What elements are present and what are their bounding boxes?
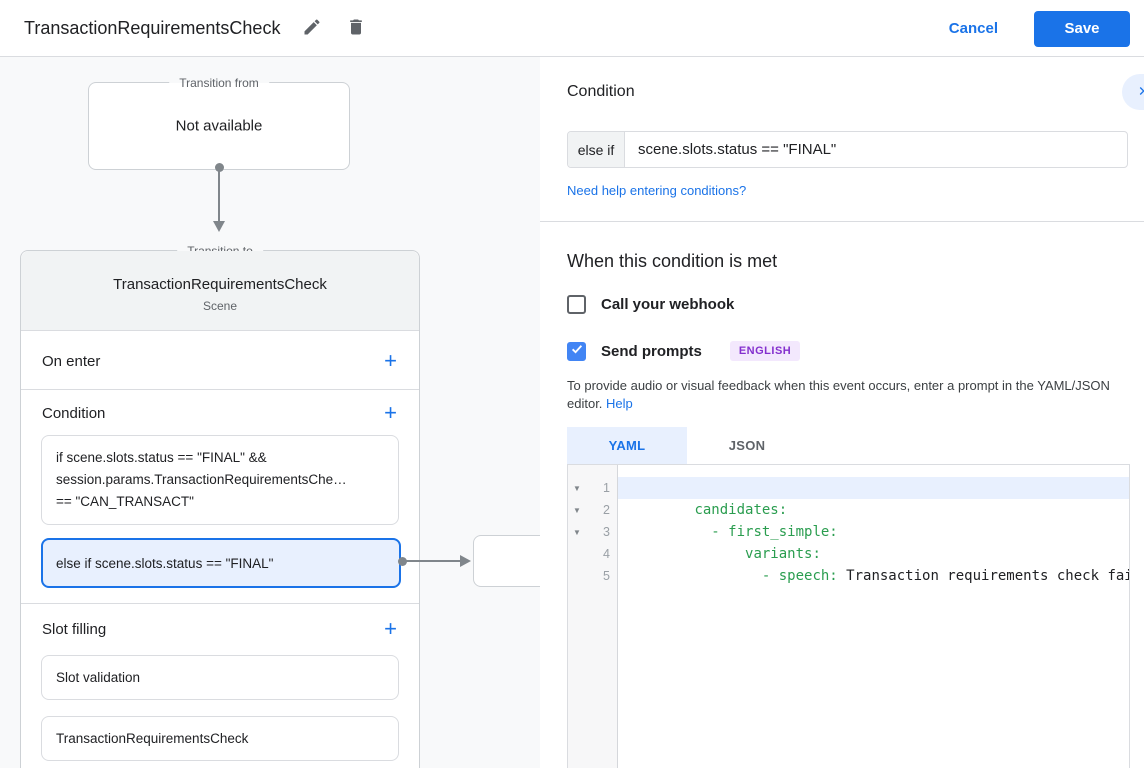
cancel-button[interactable]: Cancel: [948, 20, 998, 37]
fold-arrow-icon[interactable]: ▼: [573, 505, 581, 515]
editor-code-area[interactable]: candidates: - first_simple: variants: - …: [618, 465, 1129, 768]
arrowhead-right-icon: [460, 555, 471, 567]
editor-tabs: YAML JSON: [567, 427, 807, 464]
add-on-enter-button[interactable]: +: [384, 348, 397, 373]
section-divider: [21, 389, 419, 390]
connector-dot: [398, 557, 407, 566]
scene-card-title: TransactionRequirementsCheck: [113, 276, 327, 293]
send-prompts-checkbox[interactable]: [567, 341, 586, 361]
condition-section-label: Condition: [42, 405, 106, 422]
code-line: candidates:: [618, 477, 1129, 518]
tab-yaml[interactable]: YAML: [567, 427, 687, 464]
gutter-row: ▼ 2: [568, 499, 617, 521]
transition-target-box[interactable]: [473, 535, 540, 587]
transition-from-box[interactable]: Transition from Not available: [88, 74, 350, 170]
webhook-label: Call your webhook: [601, 296, 735, 313]
fold-arrow-icon[interactable]: ▼: [573, 483, 581, 493]
send-prompts-option-row: Send prompts ENGLISH: [567, 341, 801, 361]
help-link[interactable]: Help: [606, 395, 633, 411]
panel-divider: [540, 221, 1144, 222]
editor-gutter: ▼ 1 ▼ 2 ▼ 3 4 5: [568, 465, 618, 768]
condition-editor-panel: Condition else if Need help entering con…: [540, 57, 1144, 768]
top-bar: TransactionRequirementsCheck Cancel Save: [0, 0, 1144, 57]
code-line: - first_simple:: [694, 524, 838, 540]
prompts-description: To provide audio or visual feedback when…: [567, 378, 1110, 411]
page-title: TransactionRequirementsCheck: [24, 17, 281, 38]
checkmark-icon: [570, 342, 584, 361]
tab-json[interactable]: JSON: [687, 427, 807, 464]
slot-filling-label: Slot filling: [42, 621, 107, 638]
when-condition-heading: When this condition is met: [567, 251, 778, 271]
arrowhead-down-icon: [213, 221, 225, 232]
add-slot-button[interactable]: +: [384, 616, 397, 641]
send-prompts-label: Send prompts: [601, 342, 702, 360]
slot-validation-item[interactable]: Slot validation: [41, 655, 399, 700]
pencil-icon: [302, 17, 322, 40]
code-line: variants:: [694, 546, 821, 562]
add-condition-button[interactable]: +: [384, 400, 397, 425]
chevron-right-icon: [1134, 83, 1144, 102]
connector-line-horizontal: [403, 560, 461, 562]
condition-prefix-label: else if: [568, 132, 625, 167]
save-button[interactable]: Save: [1034, 10, 1130, 47]
yaml-editor[interactable]: ▼ 1 ▼ 2 ▼ 3 4 5 candidates:: [567, 464, 1130, 768]
webhook-checkbox[interactable]: [567, 295, 586, 314]
connector-line-vertical: [218, 167, 220, 221]
topbar-actions: Cancel Save: [949, 0, 1130, 57]
condition-expression-input[interactable]: [625, 132, 1127, 167]
conditions-help-link[interactable]: Need help entering conditions?: [567, 183, 747, 198]
condition-item-selected[interactable]: else if scene.slots.status == "FINAL": [41, 538, 401, 588]
code-line: - speech: Transaction requirements check…: [694, 568, 1129, 584]
trash-icon: [346, 17, 366, 40]
on-enter-label: On enter: [42, 353, 101, 370]
scene-card-header[interactable]: TransactionRequirementsCheck Scene: [21, 251, 419, 331]
fold-arrow-icon[interactable]: ▼: [573, 527, 581, 537]
gutter-row: 4: [603, 547, 610, 561]
slot-item[interactable]: TransactionRequirementsCheck: [41, 716, 399, 761]
condition-expression-row: else if: [567, 131, 1128, 168]
section-divider: [21, 603, 419, 604]
condition-item[interactable]: if scene.slots.status == "FINAL" && sess…: [41, 435, 399, 525]
gutter-row: ▼ 1: [568, 477, 617, 499]
delete-scene-button[interactable]: [344, 15, 368, 42]
panel-title: Condition: [567, 83, 635, 100]
gutter-row: ▼ 3: [568, 521, 617, 543]
edit-scene-button[interactable]: [300, 15, 324, 42]
language-badge: ENGLISH: [729, 341, 801, 361]
gutter-row: 5: [603, 569, 610, 583]
scene-flow-canvas: Transition from Not available Transition…: [0, 57, 540, 768]
transition-from-content: Not available: [175, 117, 263, 135]
transition-from-label: Transition from: [169, 74, 269, 92]
scene-card-subtitle: Scene: [202, 299, 238, 313]
collapse-panel-button[interactable]: [1122, 74, 1144, 110]
transition-to-card: Transition to TransactionRequirementsChe…: [20, 242, 420, 768]
webhook-option-row: Call your webhook: [567, 295, 734, 314]
